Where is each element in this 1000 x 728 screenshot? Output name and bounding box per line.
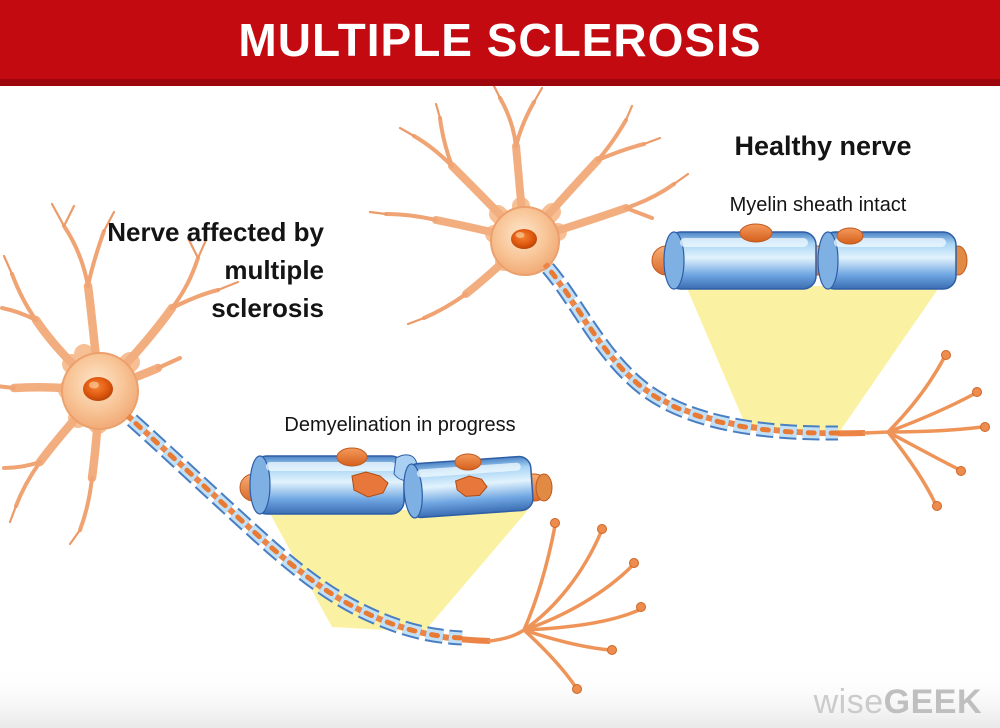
dendrites-secondary xyxy=(384,96,676,320)
dendrites-main xyxy=(9,281,177,483)
myelin-sheath-intact xyxy=(542,263,841,441)
healthy-neuron xyxy=(368,86,990,511)
axon-terminals xyxy=(863,350,990,511)
watermark: wiseGEEK xyxy=(814,683,982,722)
healthy-magnifier xyxy=(651,223,968,290)
magnifier-cone-healthy xyxy=(686,286,940,434)
nucleus-highlight xyxy=(89,381,99,389)
axon-cap xyxy=(535,473,553,502)
dendrites-main xyxy=(432,142,630,298)
myelin-cylinder-damaged-2 xyxy=(403,455,534,519)
watermark-prefix: wise xyxy=(813,683,884,721)
title-banner: MULTIPLE SCLEROSIS xyxy=(0,0,1000,86)
damaged-magnifier xyxy=(239,447,553,519)
myelin-sheath-damaged xyxy=(126,414,465,646)
axon-terminals xyxy=(488,518,646,694)
glial-cell-body xyxy=(836,227,864,245)
glial-cell-body xyxy=(739,223,773,243)
watermark-suffix: GEEK xyxy=(883,683,982,721)
dendrites-tertiary xyxy=(2,202,240,546)
healthy-nerve-caption: Myelin sheath intact xyxy=(729,194,907,216)
myelin-cylinder-intact-2 xyxy=(817,231,957,290)
myelin-cylinder-damaged-1 xyxy=(249,454,418,515)
myelin-lesion xyxy=(454,475,488,497)
myelin-lesion xyxy=(351,471,389,498)
dendrites-secondary xyxy=(0,224,220,532)
bottom-shadow xyxy=(0,666,1000,728)
magnifier-cone-damaged xyxy=(268,510,528,632)
page-title: MULTIPLE SCLEROSIS xyxy=(238,13,762,66)
glial-cell-body xyxy=(336,447,368,467)
neuron-illustration xyxy=(0,86,1000,728)
dendrites-tertiary xyxy=(368,86,690,326)
affected-nerve-caption: Demyelination in progress xyxy=(284,414,516,436)
healthy-nerve-title: Healthy nerve xyxy=(734,131,912,161)
affected-nerve-title: Nerve affected by multiple sclerosis xyxy=(107,217,324,323)
nucleus xyxy=(511,229,537,249)
glial-cell-body xyxy=(454,453,482,471)
affected-neuron xyxy=(0,202,646,694)
myelin-cylinder-intact-1 xyxy=(663,231,817,290)
nucleus-highlight xyxy=(515,232,525,238)
nucleus xyxy=(83,377,113,401)
